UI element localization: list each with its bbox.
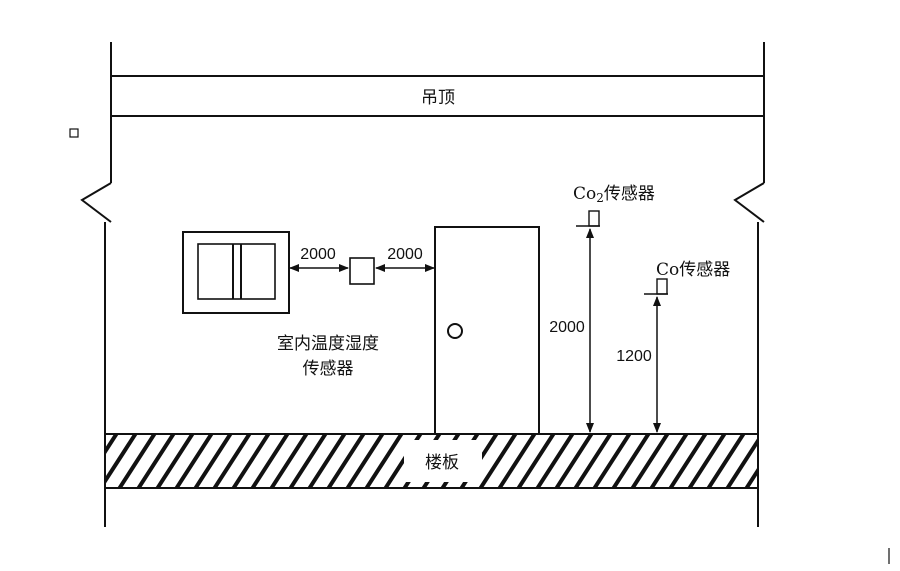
hatch-line [288,434,328,488]
temp-humidity-sensor-label-line2: 传感器 [303,359,354,379]
co-sensor-icon [656,278,668,295]
floor-slab-label: 楼板 [425,453,459,473]
door-dimension-label: 2000 [387,246,423,263]
hatch-line [668,434,708,488]
right-wall [733,42,765,527]
co2-label-subscript: 2 [596,191,604,205]
left-wall [80,42,112,527]
hatch-line [497,434,537,488]
hatch-line [649,434,689,488]
door-knob-icon [447,323,463,339]
hatch-line [478,434,518,488]
co-sensor: Co传感器 1200 [616,260,730,433]
hatch-line [60,430,100,492]
hatch-line [573,434,613,488]
hatch-line [106,434,138,484]
hatch-line [782,430,822,492]
hatch-line [364,434,404,488]
co2-sensor-icon [588,210,600,227]
hatch-line [763,430,803,492]
hatch-line [592,434,632,488]
hatch-line [801,430,841,492]
hatch-line [174,434,214,488]
temp-humidity-sensor-icon [349,257,375,285]
floor-slab: 楼板 [60,430,841,492]
hatch-line [345,434,385,488]
hatch-line [307,434,347,488]
hatch-line [744,466,758,488]
co-sensor-label: Co传感器 [656,260,730,280]
co2-sensor-label: Co2传感器 [573,184,655,205]
temp-humidity-sensor-label-line1: 室内温度湿度 [277,334,379,354]
hatch-line [535,434,575,488]
hatch-line [687,434,727,488]
co2-label-prefix: Co [573,184,596,204]
hatch-line [326,434,366,488]
hatch-line [725,437,758,488]
door [434,226,540,435]
hatch-line [630,434,670,488]
co2-sensor: Co2传感器 2000 [549,184,655,433]
hatch-line [212,434,252,488]
hatch-line [106,434,119,454]
window-dimension-label: 2000 [300,246,336,263]
hatch-line [269,434,309,488]
ceiling-label: 吊顶 [421,88,455,108]
hatch-line [117,434,157,488]
window [182,231,290,314]
hatch-line [516,434,556,488]
co2-label-suffix: 传感器 [604,184,655,204]
hatch-line [706,434,746,488]
hatch-line [193,434,233,488]
hatch-line [554,434,594,488]
co2-height-label: 2000 [549,319,585,336]
hatch-line [611,434,651,488]
marker-square [69,128,79,138]
co-height-label: 1200 [616,348,652,365]
hatch-line [155,434,195,488]
hatch-line [231,434,271,488]
suspended-ceiling: 吊顶 [111,75,764,117]
hatch-line [250,434,290,488]
hatch-line [136,434,176,488]
